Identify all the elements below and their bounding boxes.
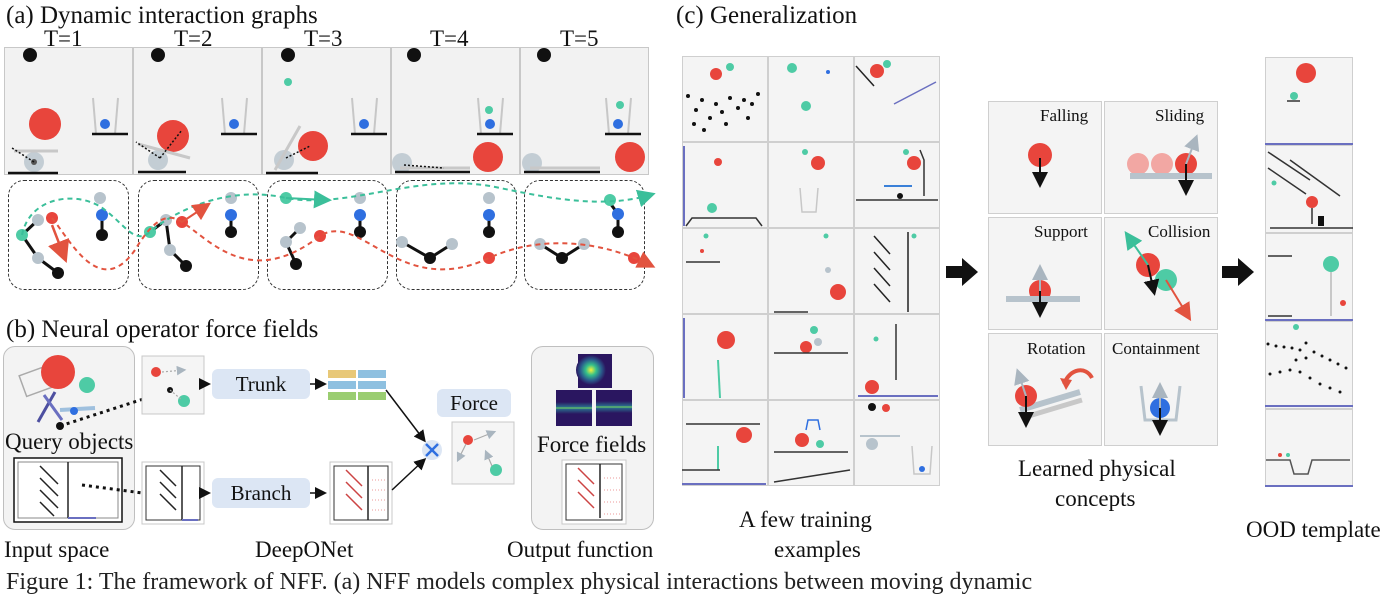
- concept-label-support: Support: [1034, 222, 1088, 241]
- training-example: [768, 142, 854, 228]
- timestep-label-2: T=2: [174, 26, 213, 51]
- ood-example: [1265, 233, 1353, 321]
- force-fields-label: Force fields: [537, 432, 647, 457]
- arrow-right-icon: [1222, 258, 1254, 286]
- concept-label-falling: Falling: [1040, 106, 1089, 125]
- frame-t2-contents: [135, 48, 257, 174]
- input-space-label: Input space: [4, 537, 110, 562]
- training-label-line1: A few training: [739, 507, 872, 532]
- training-example: [768, 56, 854, 142]
- trunk-input-tile: [141, 355, 205, 415]
- teal-trajectory: [21, 182, 656, 238]
- trunk-block: Trunk: [212, 369, 310, 399]
- graph-box-t1: [8, 180, 129, 290]
- concept-label-sliding: Sliding: [1155, 106, 1205, 125]
- input-wall-scene: [13, 457, 151, 523]
- panel-b-title: (b) Neural operator force fields: [6, 316, 319, 343]
- deeponet-label: DeepONet: [255, 537, 354, 562]
- graph-box-t2: [138, 180, 259, 290]
- training-example: [682, 400, 768, 486]
- frame-t1-contents: [8, 48, 128, 175]
- concept-label-containment: Containment: [1112, 339, 1200, 358]
- panel-a-title: (a) Dynamic interaction graphs: [6, 2, 318, 29]
- training-example: [854, 56, 940, 142]
- graph-t3-nodes: [280, 192, 366, 270]
- figure-caption: Figure 1: The framework of NFF. (a) NFF …: [6, 569, 1033, 595]
- graph-box-t3: [267, 180, 388, 290]
- ood-scenes: [1265, 63, 1353, 487]
- training-example: [682, 314, 768, 400]
- frame-t4-contents: [392, 48, 513, 174]
- graph-box-t5: [524, 180, 645, 290]
- ood-example: [1265, 409, 1353, 487]
- output-function-label: Output function: [507, 537, 654, 562]
- graph-t4-nodes: [396, 192, 495, 264]
- branch-input-tile: [141, 461, 205, 525]
- output-field-tile: [561, 459, 627, 525]
- training-example: [682, 56, 768, 142]
- red-trajectory: [51, 216, 656, 271]
- branch-features: [329, 461, 393, 525]
- timestep-label-4: T=4: [430, 26, 469, 51]
- training-example: [682, 228, 768, 314]
- training-example: [682, 142, 768, 228]
- training-scenes: [682, 60, 938, 485]
- concept-label-rotation: Rotation: [1027, 339, 1086, 358]
- timestep-label-3: T=3: [304, 26, 343, 51]
- timestep-label-5: T=5: [560, 26, 599, 51]
- arrow-right-icon: [946, 258, 978, 286]
- frame-t5-contents: [522, 48, 645, 174]
- force-block: Force: [437, 389, 511, 417]
- frame-t1: [4, 47, 133, 175]
- learned-label-line1: Learned physical: [1018, 456, 1176, 481]
- branch-block: Branch: [212, 478, 310, 508]
- concept-rotation: [988, 333, 1102, 446]
- frame-t3-contents: [266, 48, 387, 175]
- concept-label-collision: Collision: [1148, 222, 1211, 241]
- trunk-features: [328, 370, 386, 400]
- timestep-label-1: T=1: [44, 26, 83, 51]
- learned-label-line2: concepts: [1055, 486, 1136, 511]
- concept-scenes: [1006, 134, 1212, 436]
- force-output-tile: [451, 421, 515, 485]
- query-objects-label: Query objects: [5, 429, 134, 454]
- panel-c-title: (c) Generalization: [676, 2, 858, 29]
- force-field-heatmaps: [556, 354, 632, 426]
- training-label-line2: examples: [774, 537, 861, 562]
- ood-template-label: OOD template: [1246, 517, 1381, 542]
- training-example: [854, 228, 940, 314]
- graph-box-t4: [396, 180, 517, 290]
